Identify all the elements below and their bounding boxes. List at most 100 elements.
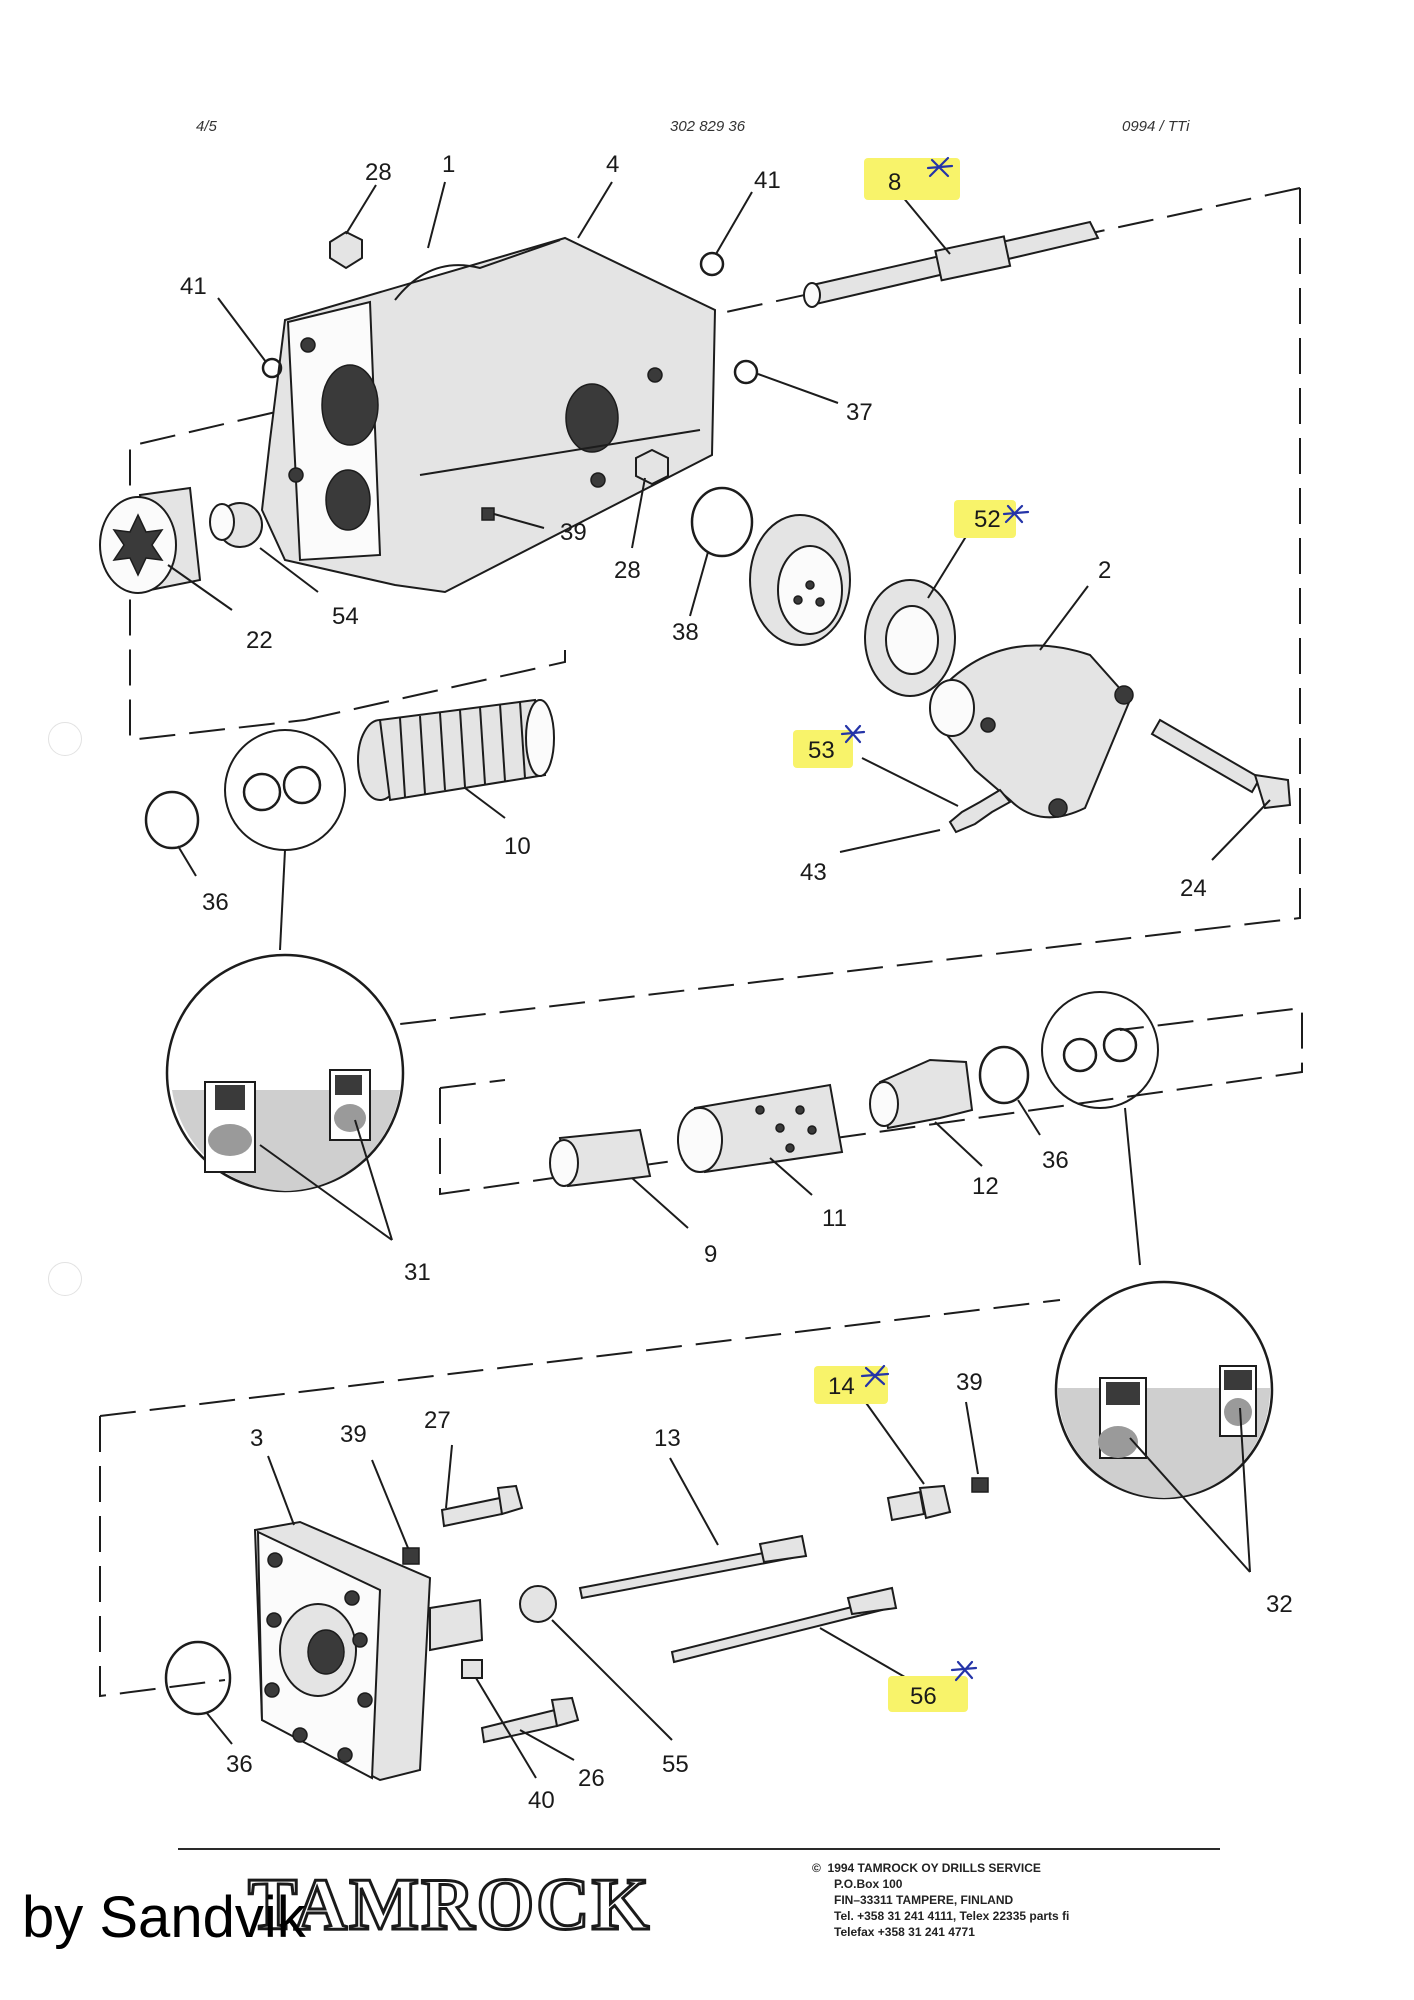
tamrock-logo: TAMROCK [246, 1863, 652, 1948]
callout-27: 27 [424, 1407, 451, 1434]
callout-28-lower: 28 [614, 557, 641, 584]
highlight-56 [888, 1676, 968, 1712]
piston-disc [749, 514, 851, 646]
callout-14: 14 [828, 1373, 855, 1400]
address-line-5: Telefax +358 31 241 4771 [834, 1925, 975, 1939]
leader-lines [167, 181, 1271, 1779]
callout-43: 43 [800, 859, 827, 886]
address-line-1: 1994 TAMROCK OY DRILLS SERVICE [827, 1861, 1041, 1875]
page-indicator: 4/5 [196, 118, 217, 135]
ring-55 [519, 1585, 557, 1623]
address-line-4: Tel. +358 31 241 4111, Telex 22335 parts… [834, 1909, 1070, 1923]
seal-detail-circle-middle [1041, 991, 1159, 1109]
detail-leader-31 [279, 849, 286, 951]
main-housing [260, 236, 717, 594]
seal-ring-a [242, 772, 282, 812]
callout-53: 53 [808, 737, 835, 764]
address-line-2: P.O.Box 100 [834, 1877, 903, 1891]
bushing-54 [209, 502, 263, 548]
pen-check-marks [840, 156, 1030, 1682]
cylinder-11 [677, 1083, 844, 1174]
fitting-43 [948, 788, 1012, 834]
detail-view-32 [1054, 1280, 1274, 1500]
callout-36-lower: 36 [226, 1751, 253, 1778]
bolt-27 [440, 1484, 524, 1528]
callout-1: 1 [442, 151, 455, 178]
callout-8: 8 [888, 169, 901, 196]
callout-2: 2 [1098, 557, 1111, 584]
guide-12 [869, 1058, 974, 1130]
plug-39-lower [402, 1547, 420, 1565]
fitting-14 [886, 1484, 952, 1522]
plug-39-right [971, 1477, 989, 1493]
callout-36-upper: 36 [202, 889, 229, 916]
callout-41-right: 41 [754, 167, 781, 194]
o-ring-36-middle [978, 1045, 1030, 1105]
seal-ring-b [282, 765, 322, 805]
callout-39-right: 39 [956, 1369, 983, 1396]
copyright-symbol: © [812, 1861, 821, 1875]
callout-36-middle: 36 [1042, 1147, 1069, 1174]
valve-stem-13 [578, 1534, 808, 1600]
publisher-address: © 1994 TAMROCK OY DRILLS SERVICE P.O.Box… [812, 1860, 1069, 1940]
callout-12: 12 [972, 1173, 999, 1200]
watermark-byline: by Sandvik [22, 1885, 306, 1950]
callout-4: 4 [606, 151, 619, 178]
valve-stem-56 [670, 1586, 898, 1664]
plug-39-upper [481, 507, 495, 521]
o-ring-37 [733, 359, 759, 385]
callout-38: 38 [672, 619, 699, 646]
o-ring-36-upper [144, 790, 200, 850]
callout-37: 37 [846, 399, 873, 426]
binder-punch-hole-top [48, 722, 82, 756]
callout-52: 52 [974, 506, 1001, 533]
callout-31: 31 [404, 1259, 431, 1286]
callout-40: 40 [528, 1787, 555, 1814]
nut-28-top [329, 230, 363, 270]
end-cap-3 [253, 1520, 484, 1782]
callout-54: 54 [332, 603, 359, 630]
detail-leader-32 [1124, 1107, 1141, 1266]
callout-56: 56 [910, 1683, 937, 1710]
callout-9: 9 [704, 1241, 717, 1268]
highlight-52 [954, 500, 1016, 538]
o-ring-41-right [699, 251, 725, 277]
callout-28-top: 28 [365, 159, 392, 186]
callout-39-lower: 39 [340, 1421, 367, 1448]
address-line-3: FIN–33311 TAMPERE, FINLAND [834, 1893, 1014, 1907]
nut-28-lower [635, 448, 669, 486]
callout-10: 10 [504, 833, 531, 860]
assembly-outline-middle [439, 1006, 1303, 1196]
highlight-8 [864, 158, 960, 200]
callout-41-left: 41 [180, 273, 207, 300]
seal-ring-c [1062, 1037, 1098, 1073]
footer-divider [178, 1848, 1220, 1850]
callout-55: 55 [662, 1751, 689, 1778]
assembly-outline-lower [99, 1299, 1061, 1698]
callout-22: 22 [246, 627, 273, 654]
callout-labels: 28 1 4 41 8 41 37 39 28 38 52 2 22 54 53… [180, 151, 1293, 1814]
bolt-24 [1150, 718, 1292, 810]
seal-ring-d [1102, 1027, 1138, 1063]
revision-code: 0994 / TTi [1122, 118, 1190, 135]
sleeve-9 [549, 1128, 652, 1188]
cover-2 [929, 644, 1134, 819]
piston-rod [803, 220, 1100, 308]
binder-punch-hole-middle [48, 1262, 82, 1296]
bolt-26 [480, 1696, 580, 1744]
callout-32: 32 [1266, 1591, 1293, 1618]
o-ring-36-lower [164, 1640, 232, 1716]
spring-10 [357, 698, 555, 802]
rotor-22 [99, 486, 202, 594]
plug-40 [461, 1659, 483, 1679]
detail-view-31 [165, 953, 405, 1193]
callout-26: 26 [578, 1765, 605, 1792]
callout-24: 24 [1180, 875, 1207, 902]
highlight-53 [793, 730, 853, 768]
callout-3: 3 [250, 1425, 263, 1452]
drawing-part-number: 302 829 36 [670, 118, 746, 135]
o-ring-41-left [261, 357, 283, 379]
diaphragm-52 [864, 579, 956, 697]
callout-39-upper: 39 [560, 519, 587, 546]
